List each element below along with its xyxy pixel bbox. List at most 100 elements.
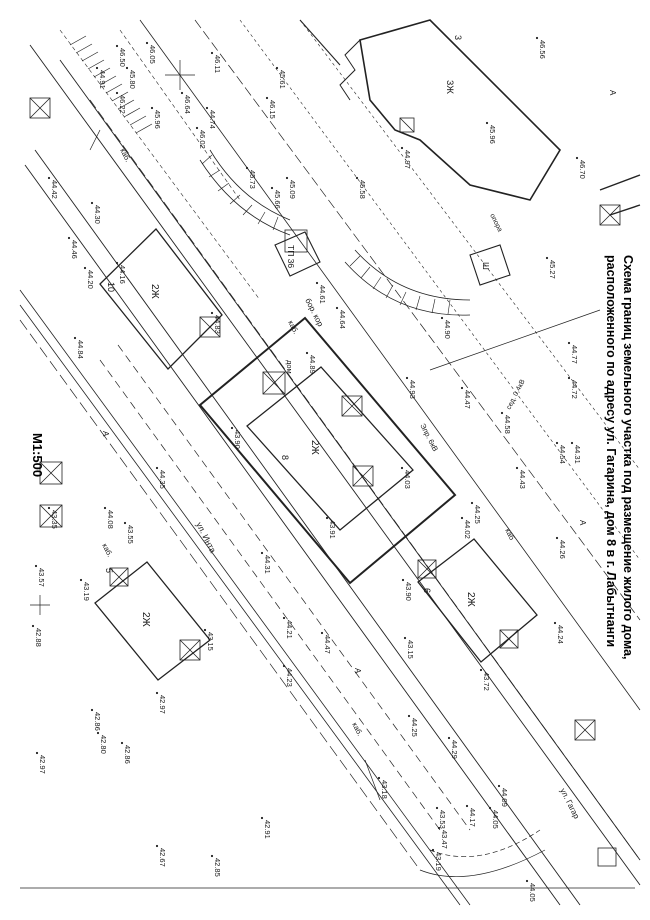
- elevation-point: [115, 91, 119, 95]
- elevation-point: [401, 578, 405, 582]
- elevation-label: 44.47: [323, 635, 332, 654]
- building-8-label: 2Ж: [309, 440, 320, 456]
- tp-label: ТП 36: [286, 245, 296, 268]
- map-linework: [19, 19, 641, 906]
- elevation-point: [245, 166, 249, 170]
- elevation-label: 44.64: [338, 310, 347, 329]
- elevation-label: 44.17: [468, 808, 477, 827]
- elevation-point: [155, 466, 159, 470]
- annotation-a-1: А: [101, 431, 110, 437]
- elevation-label: 46.05: [148, 45, 157, 64]
- elevation-point: [31, 624, 35, 628]
- elevation-point: [435, 806, 439, 810]
- elevation-point: [400, 146, 404, 150]
- elevation-point: [460, 386, 464, 390]
- elevation-label: 44.61: [318, 285, 327, 304]
- elevation-point: [210, 311, 214, 315]
- elevation-label: 44.21: [285, 620, 294, 639]
- elevation-label: 44.24: [556, 625, 565, 644]
- elevation-label: 44.09: [500, 788, 509, 807]
- elevation-label: 46.70: [578, 160, 587, 179]
- building-10-label: 2Ж: [149, 284, 160, 300]
- elevation-point: [465, 804, 469, 808]
- elevation-label: 42.80: [99, 735, 108, 754]
- elevation-label: 43.57: [37, 568, 46, 587]
- elevation-label: 43.19: [434, 852, 443, 871]
- elevation-label: 42.86: [123, 745, 132, 764]
- elevation-point: [377, 776, 381, 780]
- elevation-point: [95, 66, 99, 70]
- elevation-label: 44.46: [70, 240, 79, 259]
- elevation-label: 44.58: [503, 415, 512, 434]
- elevation-label: 43.90: [404, 582, 413, 601]
- elevation-point: [67, 236, 71, 240]
- elevation-point: [431, 848, 435, 852]
- elevation-label: 43.72: [482, 672, 491, 691]
- building-3-number: 3: [453, 35, 463, 40]
- elevation-label: 43.47: [440, 830, 449, 849]
- elevation-label: 43.35: [50, 510, 59, 529]
- elevation-label: 44.84: [76, 340, 85, 359]
- elevation-point: [535, 36, 539, 40]
- elevation-point: [567, 376, 571, 380]
- elevation-point: [96, 731, 100, 735]
- elevation-point: [35, 751, 39, 755]
- elevation-label: 42.91: [263, 820, 272, 839]
- elevation-label: 44.93: [408, 380, 417, 399]
- elevation-point: [282, 664, 286, 668]
- elevation-point: [210, 51, 214, 55]
- elevation-point: [553, 621, 557, 625]
- elevation-label: 44.29: [450, 740, 459, 759]
- elevation-point: [405, 376, 409, 380]
- elevation-label: 44.35: [158, 470, 167, 489]
- building-5-label: 2Ж: [140, 612, 151, 628]
- sh-label: Ш: [481, 262, 491, 270]
- elevation-point: [525, 879, 529, 883]
- elevation-label: 46.22: [118, 95, 127, 114]
- elevation-label: 42.85: [213, 858, 222, 877]
- elevation-point: [203, 628, 207, 632]
- elevation-label: 44.03: [403, 470, 412, 489]
- elevation-point: [488, 806, 492, 810]
- elevation-label: 44.20: [86, 270, 95, 289]
- elevation-point: [230, 426, 234, 430]
- elevation-label: 44.47: [463, 390, 472, 409]
- elevation-point: [470, 501, 474, 505]
- elevation-point: [270, 186, 274, 190]
- elevation-label: 42.97: [38, 755, 47, 774]
- elevation-point: [90, 201, 94, 205]
- elevation-label: 44.08: [106, 510, 115, 529]
- elevation-point: [403, 636, 407, 640]
- elevation-point: [125, 66, 129, 70]
- elevation-point: [575, 156, 579, 160]
- elevation-label: 44.16: [118, 265, 127, 284]
- elevation-point: [47, 176, 51, 180]
- elevation-point: [485, 121, 489, 125]
- elevation-label: 45.96: [488, 125, 497, 144]
- elevation-point: [515, 466, 519, 470]
- elevation-point: [123, 521, 127, 525]
- elevation-point: [437, 826, 441, 830]
- elevation-label: 43.18: [380, 780, 389, 799]
- elevation-label: 46.50: [118, 48, 127, 67]
- elevation-point: [570, 441, 574, 445]
- elevation-point: [73, 336, 77, 340]
- elevation-label: 46.15: [268, 100, 277, 119]
- elevation-label: 46.56: [538, 40, 547, 59]
- elevation-point: [315, 281, 319, 285]
- elevation-point: [567, 341, 571, 345]
- elevation-label: 45.09: [288, 180, 297, 199]
- elevation-label: 46.64: [183, 95, 192, 114]
- elevation-label: 42.86: [93, 712, 102, 731]
- elevation-point: [275, 66, 279, 70]
- elevation-label: 44.74: [208, 110, 217, 129]
- elevation-label: 43.15: [406, 640, 415, 659]
- elevation-point: [103, 506, 107, 510]
- building-6-number: 6: [422, 588, 432, 593]
- elevation-label: 44.25: [473, 505, 482, 524]
- elevation-label: 44.54: [558, 445, 567, 464]
- elevation-label: 44.77: [570, 345, 579, 364]
